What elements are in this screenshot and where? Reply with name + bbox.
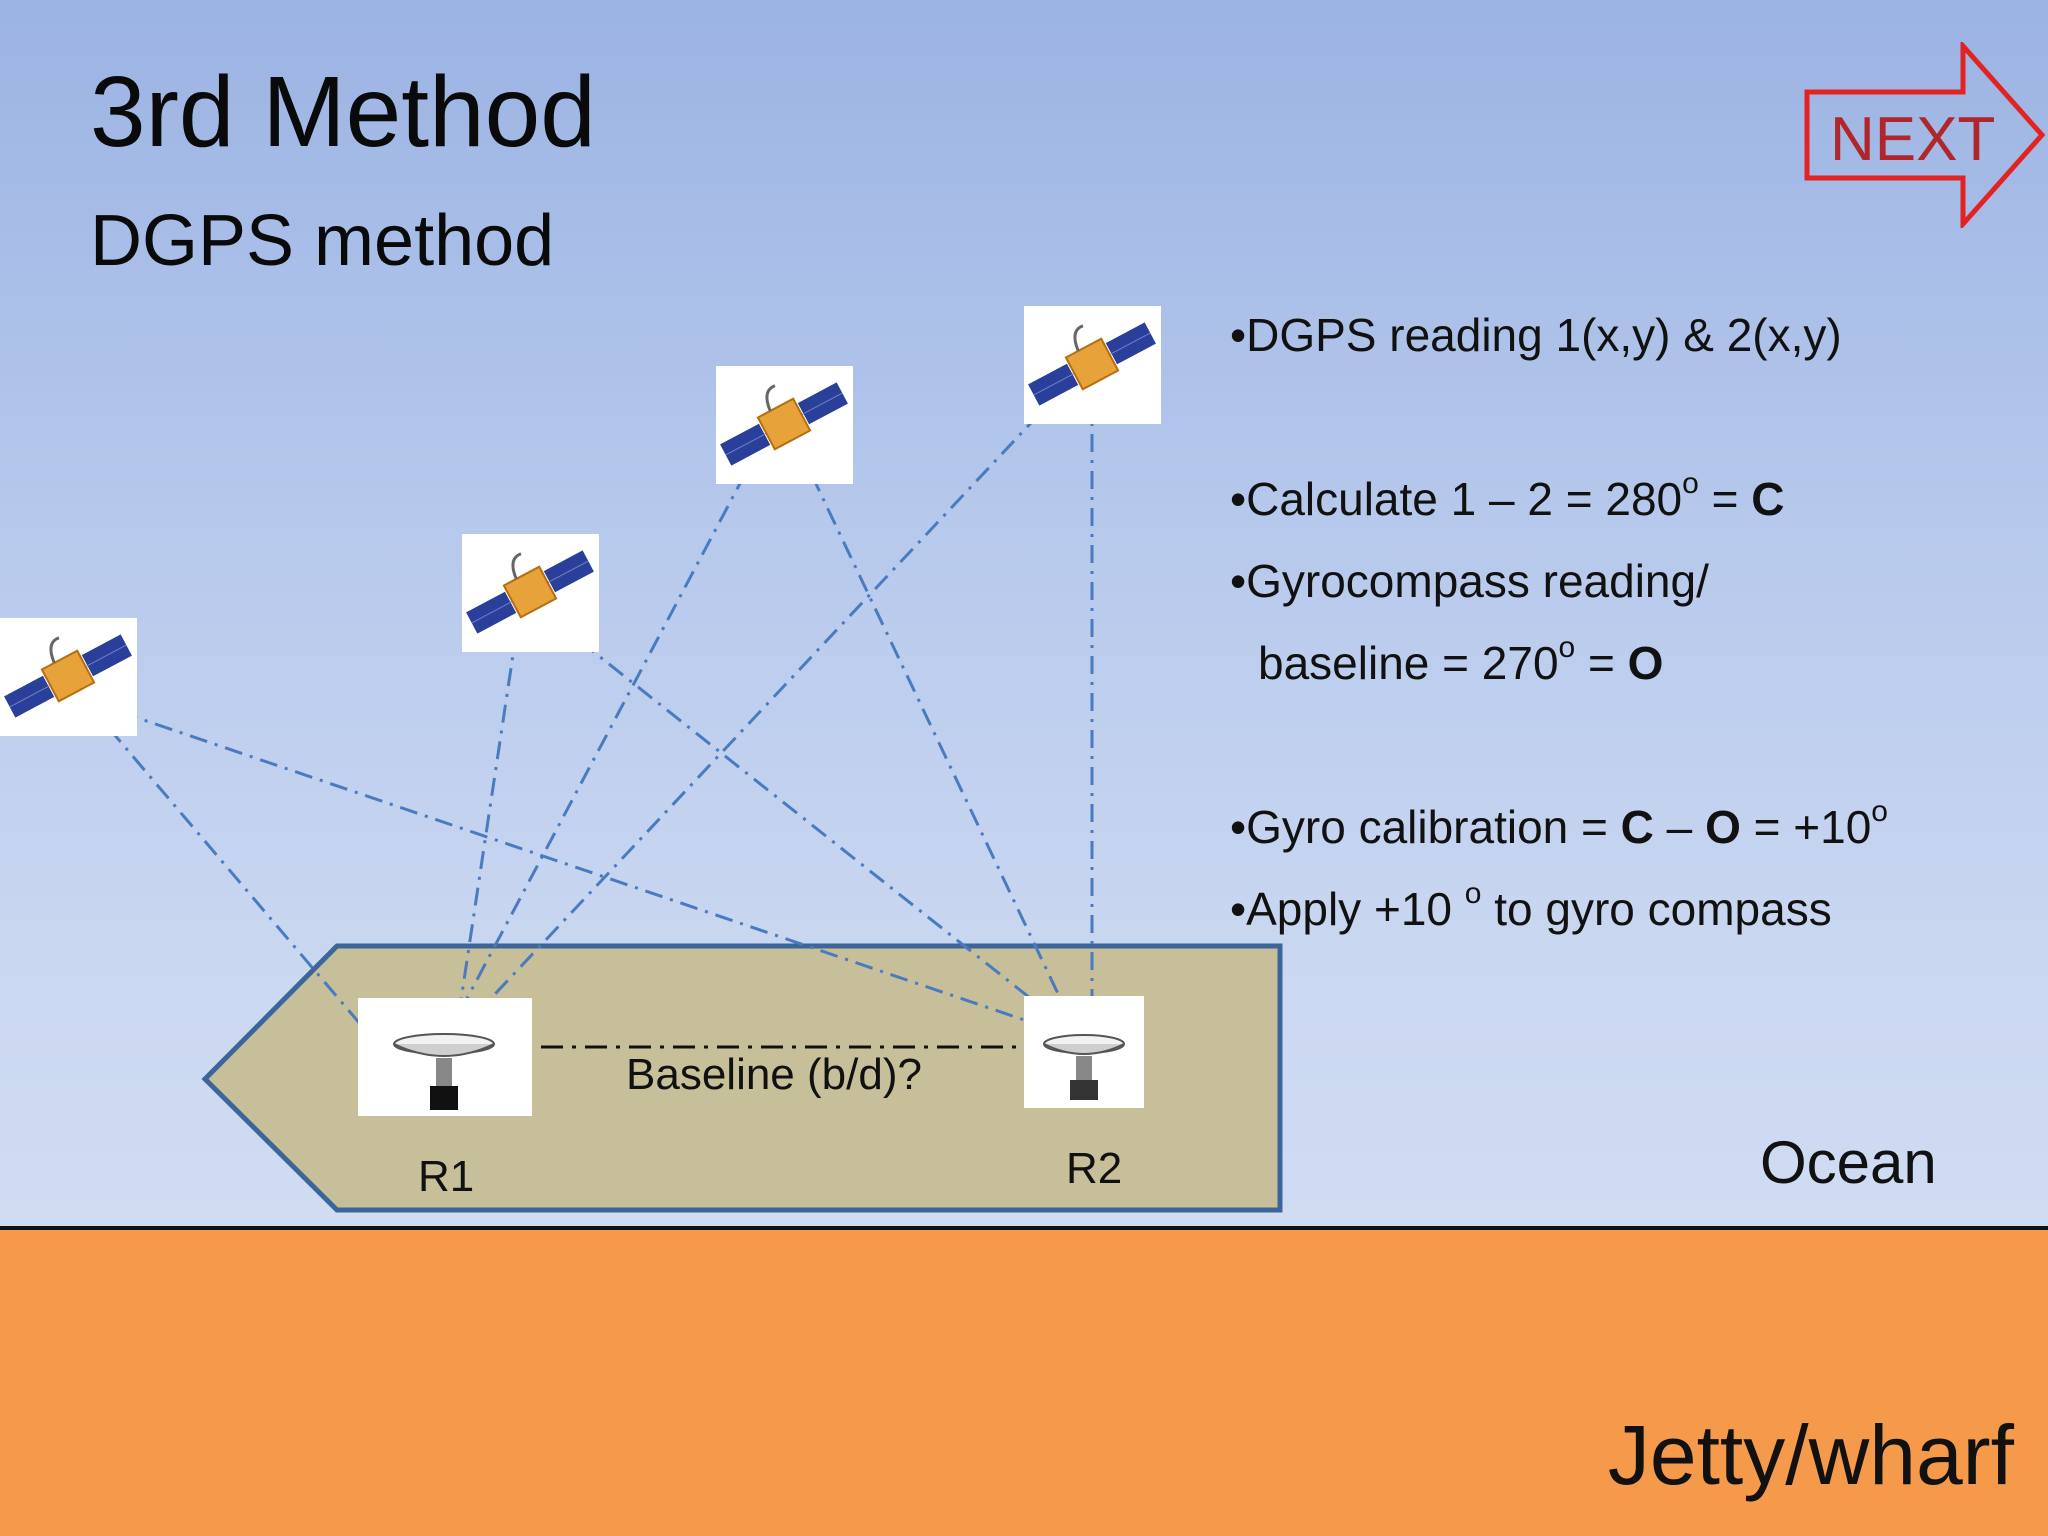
degree-mark: o bbox=[1871, 795, 1888, 828]
baseline-label: Baseline (b/d)? bbox=[626, 1050, 922, 1099]
bullet-text: •DGPS reading 1(x,y) & 2(x,y) bbox=[1230, 309, 1842, 361]
receiver-label-r1: R1 bbox=[418, 1152, 475, 1201]
bullet-dgps-reading: •DGPS reading 1(x,y) & 2(x,y) bbox=[1230, 312, 1842, 358]
satellite-icon bbox=[4, 634, 132, 718]
bullet-text: = bbox=[1575, 637, 1628, 689]
signal-lines bbox=[83, 358, 1094, 1046]
bullet-text: = bbox=[1698, 473, 1752, 525]
receiver-label-r2: R2 bbox=[1066, 1144, 1123, 1193]
satellite-3 bbox=[716, 366, 853, 484]
bullet-apply: •Apply +10 o to gyro compass bbox=[1230, 879, 1832, 935]
antenna-r2 bbox=[1024, 996, 1144, 1108]
calib-o-symbol: O bbox=[1705, 801, 1741, 853]
jetty-area: Jetty/wharf bbox=[0, 1226, 2048, 1536]
bullet-text: •Apply +10 bbox=[1230, 883, 1465, 935]
bullet-gyrocompass: •Gyrocompass reading/ bbox=[1230, 558, 1709, 604]
degree-mark: o bbox=[1464, 877, 1482, 910]
bullet-text: •Calculate 1 – 2 = 280 bbox=[1230, 473, 1683, 525]
signal-line bbox=[84, 698, 1084, 1042]
signal-line bbox=[443, 407, 782, 1041]
satellite-2 bbox=[462, 534, 599, 652]
satellite-icon bbox=[466, 550, 594, 634]
page-subtitle: DGPS method bbox=[90, 201, 555, 281]
satellite-4 bbox=[1024, 306, 1161, 424]
bullet-text: – bbox=[1653, 801, 1706, 853]
signal-line bbox=[83, 699, 380, 1046]
antenna-r1 bbox=[358, 998, 532, 1116]
calc-c-symbol: C bbox=[1751, 473, 1785, 525]
degree-mark: o bbox=[1558, 631, 1576, 664]
gps-antenna-icon bbox=[393, 1033, 495, 1110]
satellite-icon bbox=[720, 382, 848, 466]
gps-antenna-icon bbox=[1043, 1034, 1125, 1100]
degree-mark: o bbox=[1682, 467, 1699, 500]
ocean-label: Ocean bbox=[1760, 1129, 1937, 1196]
signal-line bbox=[778, 407, 1082, 1041]
bullet-text: •Gyro calibration = bbox=[1230, 801, 1621, 853]
next-button[interactable]: NEXT bbox=[1800, 42, 2048, 228]
signal-line bbox=[521, 593, 1084, 1042]
bullet-calibration: •Gyro calibration = C – O = +10o bbox=[1230, 797, 1888, 853]
calib-c-symbol: C bbox=[1620, 801, 1654, 853]
jetty-label: Jetty/wharf bbox=[1607, 1408, 2014, 1502]
next-button-label: NEXT bbox=[1830, 105, 1996, 174]
page-title: 3rd Method bbox=[90, 56, 596, 168]
bullet-text: to gyro compass bbox=[1481, 883, 1832, 935]
bullet-text: = +10 bbox=[1740, 801, 1872, 853]
bullet-text: •Gyrocompass reading/ bbox=[1230, 555, 1709, 607]
satellite-icon bbox=[1028, 322, 1156, 406]
gyro-o-symbol: O bbox=[1627, 637, 1664, 689]
bullet-gyrocompass-cont: baseline = 270o = O bbox=[1258, 633, 1664, 689]
bullet-text: baseline = 270 bbox=[1258, 637, 1559, 689]
bullet-calculate: •Calculate 1 – 2 = 280o = C bbox=[1230, 469, 1785, 525]
signal-line bbox=[453, 594, 524, 1041]
signal-line bbox=[448, 358, 1092, 1044]
arrow-right-icon bbox=[1804, 42, 2046, 228]
satellite-1 bbox=[0, 618, 137, 736]
